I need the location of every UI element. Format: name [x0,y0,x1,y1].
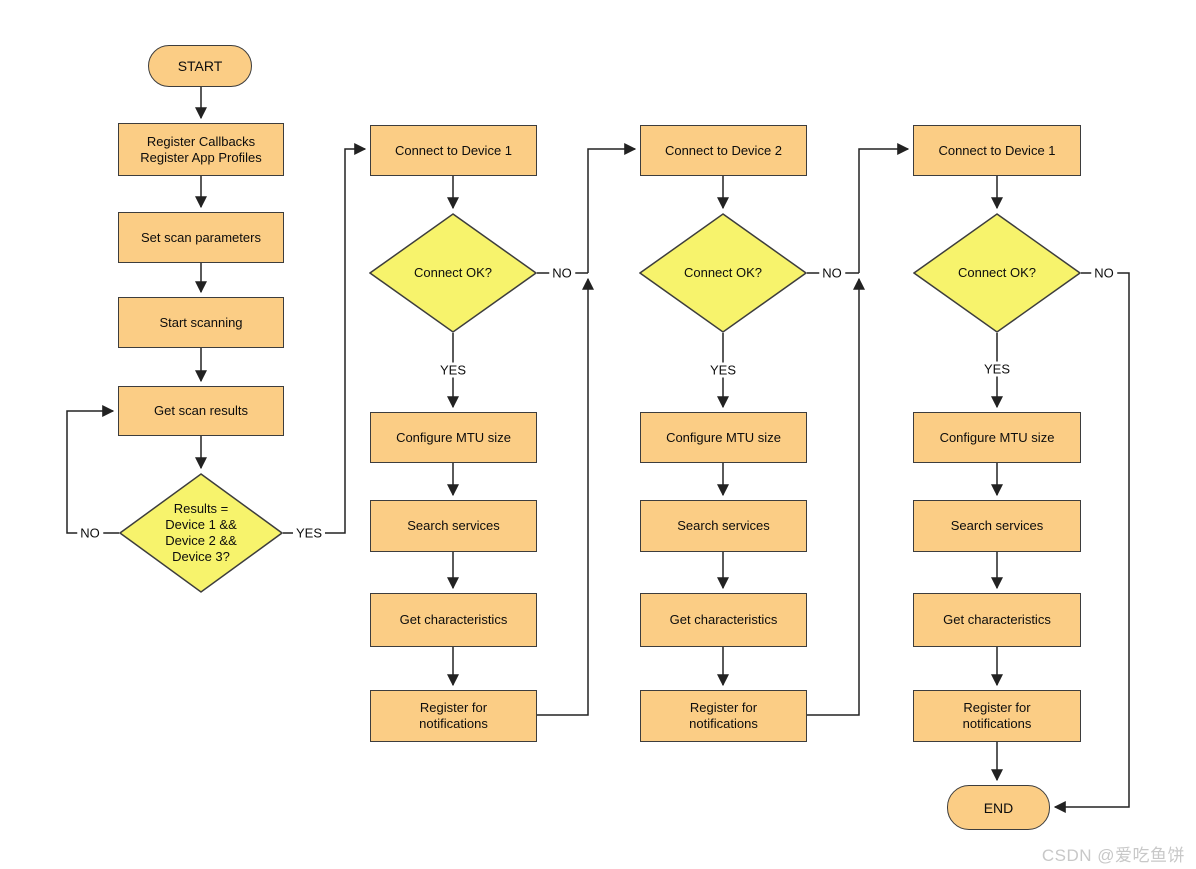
diamond-shape [639,213,807,333]
decision-connect-ok-2: Connect OK? [639,213,807,333]
process-label: Search services [950,518,1044,533]
edge-merge1-to-col3 [587,143,637,273]
process-label: Configure MTU size [396,429,511,445]
edge-no-loop-left [66,405,119,534]
edge-merge2-to-col4 [858,143,910,273]
process-label: Configure MTU size [666,429,781,445]
process-search-services-3: Search services [913,500,1081,552]
process-label: Get characteristics [669,612,778,627]
edge-label-no-2: NO [549,265,575,281]
diamond-shape [119,473,283,593]
process-label: Register for notifications [689,700,758,731]
process-configure-mtu-1: Configure MTU size [370,412,537,463]
edge-yes-to-col2 [283,143,367,534]
process-start-scanning: Start scanning [118,297,284,348]
process-label: Get characteristics [943,612,1051,627]
process-label: Register for notifications [962,700,1032,731]
decision-label: Connect OK? [683,265,763,280]
edge-label-no-1: NO [77,525,103,541]
process-get-characteristics-1: Get characteristics [370,593,537,647]
process-label: Set scan parameters [141,229,261,245]
process-register-callbacks: Register Callbacks Register App Profiles [118,123,284,176]
process-label: Connect to Device 1 [938,142,1056,158]
edge-label-yes-2: YES [436,362,470,378]
edge-notif2-merge-up [807,277,865,716]
diamond-shape [369,213,537,333]
process-get-characteristics-3: Get characteristics [913,593,1081,647]
edge-label-yes-4: YES [980,361,1014,377]
process-connect-device-3: Connect to Device 1 [913,125,1081,176]
process-register-notifications-1: Register for notifications [370,690,537,742]
process-configure-mtu-3: Configure MTU size [913,412,1081,463]
process-label: Search services [677,518,770,533]
edge-label-yes-3: YES [706,362,740,378]
process-label: Get scan results [154,403,248,418]
process-register-notifications-2: Register for notifications [640,690,807,742]
terminal-start-label: START [177,58,223,74]
decision-connect-ok-1: Connect OK? [369,213,537,333]
process-label: Register Callbacks Register App Profiles [140,133,262,165]
edge-label-no-4: NO [1091,265,1117,281]
terminal-start: START [148,45,252,87]
process-label: Register for notifications [419,700,488,731]
csdn-watermark: CSDN @爱吃鱼饼 [1041,846,1185,865]
decision-label: Connect OK? [413,265,493,280]
decision-connect-ok-3: Connect OK? [913,213,1081,333]
process-register-notifications-3: Register for notifications [913,690,1081,742]
edge-label-no-3: NO [819,265,845,281]
process-label: Get characteristics [399,612,508,627]
process-label: Connect to Device 2 [664,142,783,158]
process-search-services-2: Search services [640,500,807,552]
process-connect-device-2: Connect to Device 2 [640,125,807,176]
terminal-end: END [947,785,1050,830]
edge-label-yes-1: YES [292,525,326,541]
process-label: Start scanning [159,314,243,330]
process-get-scan-results: Get scan results [118,386,284,436]
process-label: Configure MTU size [939,429,1055,445]
process-search-services-1: Search services [370,500,537,552]
process-configure-mtu-2: Configure MTU size [640,412,807,463]
edge-notif1-merge-up [537,277,594,716]
process-label: Search services [407,518,500,533]
decision-scan-results: Results = Device 1 && Device 2 && Device… [119,473,283,593]
diamond-shape [913,213,1081,333]
process-get-characteristics-2: Get characteristics [640,593,807,647]
decision-label: Results = Device 1 && Device 2 && Device… [165,501,237,564]
process-connect-device-1: Connect to Device 1 [370,125,537,176]
process-set-scan-parameters: Set scan parameters [118,212,284,263]
terminal-end-label: END [983,799,1014,816]
decision-label: Connect OK? [957,265,1037,280]
process-label: Connect to Device 1 [394,142,513,158]
